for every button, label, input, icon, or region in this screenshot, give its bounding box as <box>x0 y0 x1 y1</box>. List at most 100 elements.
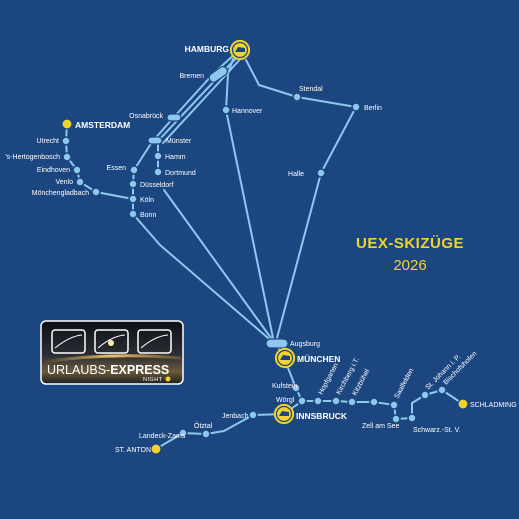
station-hamm-dot[interactable] <box>153 151 163 161</box>
label-zell: Zell am See <box>362 423 399 430</box>
station-halle-dot[interactable] <box>316 168 326 178</box>
label-muenchen: MÜNCHEN <box>297 354 340 364</box>
label-woergl: Wörgl <box>276 397 295 404</box>
station-kitzbuehel-dot[interactable] <box>347 397 357 407</box>
logo-window-2 <box>94 329 129 354</box>
logo-light <box>108 340 114 346</box>
station-zell-dot[interactable] <box>369 397 379 407</box>
station-jenbach-dot[interactable] <box>248 410 258 420</box>
logo-word-bold: EXPRESS <box>110 363 169 377</box>
label-duesseldorf: Düsseldorf <box>140 182 174 189</box>
line-hamburg-muenster-b <box>162 55 244 144</box>
line-duesseldorf-muenchen <box>163 189 272 339</box>
interchange-muenster[interactable] <box>147 136 163 145</box>
label-amsterdam: AMSTERDAM <box>75 120 130 130</box>
logo-window-swoosh <box>54 334 83 349</box>
label-oetztal: Ötztal <box>194 422 213 430</box>
station-bischofshofen-dot[interactable] <box>437 385 447 395</box>
line-berlin-muenchen <box>245 59 357 339</box>
endpoint-schladming-dot[interactable] <box>457 398 469 410</box>
station-berlin-dot[interactable] <box>351 102 361 112</box>
station-duesseldorf-dot[interactable] <box>128 179 138 189</box>
label-saalfelden: Saalfelden <box>394 367 416 400</box>
urlaubs-express-logo: URLAUBS-EXPRESS NIGHT <box>40 320 184 385</box>
hub-muenchen[interactable] <box>274 347 296 369</box>
label-kitzbuehel: Kitzbühel <box>352 368 372 397</box>
station-dortmund-dot[interactable] <box>153 167 163 177</box>
station-kufstein-dot[interactable] <box>291 383 301 393</box>
station-oetztal-dot[interactable] <box>201 429 211 439</box>
label-bonn: Bonn <box>140 212 156 219</box>
station-hannover-dot[interactable] <box>221 105 231 115</box>
station-schwarzach2-dot[interactable] <box>407 413 417 423</box>
logo-window-1 <box>51 329 86 354</box>
hub-innsbruck[interactable] <box>273 403 295 425</box>
interchange-osnabrueck[interactable] <box>166 113 182 122</box>
hub-hamburg[interactable] <box>229 39 251 61</box>
endpoint-stanton-dot[interactable] <box>150 443 162 455</box>
line-innsbruck-stanton <box>155 413 285 450</box>
label-berlin: Berlin <box>364 105 382 112</box>
train-icon <box>280 355 290 360</box>
interchange-augsburg[interactable] <box>265 338 289 349</box>
station-bonn-dot[interactable] <box>128 209 138 219</box>
label-hannover: Hannover <box>232 108 263 115</box>
line-bonn-muenchen <box>132 213 269 339</box>
station-dots <box>61 92 447 439</box>
logo-light-streak <box>42 354 182 364</box>
station-saalfelden-dot[interactable] <box>389 400 399 410</box>
label-jenbach: Jenbach <box>222 413 249 420</box>
logo-window-swoosh <box>140 334 169 349</box>
label-schladming: SCHLADMING <box>470 402 517 409</box>
station-landeck-dot[interactable] <box>178 428 188 438</box>
interchange-bremen[interactable] <box>208 65 230 84</box>
label-schwarzach: Schwarz.-St. V. <box>413 427 461 434</box>
label-hertogenbosch: 's-Hertogenbosch <box>5 154 60 161</box>
map-year: 2026 <box>393 257 426 274</box>
label-venlo: Venlo <box>55 179 73 186</box>
logo-tagline: NIGHT <box>143 377 163 383</box>
label-kufstein: Kufstein <box>272 383 297 390</box>
label-moenchengladbach: Mönchengladbach <box>32 190 89 197</box>
endpoint-amsterdam-dot[interactable] <box>61 118 73 130</box>
station-eindhoven-dot[interactable] <box>72 165 82 175</box>
station-woergl-dot[interactable] <box>297 396 307 406</box>
line-hannover-muenchen <box>225 58 274 339</box>
station-stjohann-dot[interactable] <box>420 390 430 400</box>
logo-window-3 <box>137 329 172 354</box>
label-stendal: Stendal <box>299 86 323 93</box>
line-hamburg-muenster-a <box>157 53 241 142</box>
label-muenster: Münster <box>166 138 192 145</box>
station-schwarzach-dot[interactable] <box>391 414 401 424</box>
logo-word-regular: URLAUBS- <box>47 363 110 377</box>
label-innsbruck: INNSBRUCK <box>296 411 348 421</box>
label-osnabrueck: Osnabrück <box>129 113 163 120</box>
logo-wordmark: URLAUBS-EXPRESS <box>47 363 169 377</box>
station-koeln-dot[interactable] <box>128 194 138 204</box>
label-halle: Halle <box>288 171 304 178</box>
label-augsburg: Augsburg <box>290 341 320 348</box>
label-utrecht: Utrecht <box>36 138 59 145</box>
station-utrecht-dot[interactable] <box>61 136 71 146</box>
label-stanton: ST. ANTON <box>115 447 151 454</box>
station-essen-dot[interactable] <box>129 165 139 175</box>
label-landeck: Landeck-Zams <box>139 433 186 440</box>
station-hertogenbosch-dot[interactable] <box>62 152 72 162</box>
logo-window-swoosh <box>97 334 126 349</box>
label-dortmund: Dortmund <box>165 170 196 177</box>
train-icon <box>279 411 289 416</box>
logo-dot <box>165 376 171 382</box>
label-bremen: Bremen <box>179 73 204 80</box>
station-stendal-dot[interactable] <box>292 92 302 102</box>
station-venlo-dot[interactable] <box>75 177 85 187</box>
station-moenchengladbach-dot[interactable] <box>91 187 101 197</box>
line-amsterdam-koeln <box>65 123 134 200</box>
label-hamburg: HAMBURG <box>185 44 230 54</box>
label-koeln: Köln <box>140 197 154 204</box>
station-hopfgarten-dot[interactable] <box>313 396 323 406</box>
map-title: UEX-SKIZÜGE <box>356 235 464 252</box>
station-kirchberg-dot[interactable] <box>331 396 341 406</box>
train-icon <box>235 47 245 52</box>
label-eindhoven: Eindhoven <box>37 167 70 174</box>
